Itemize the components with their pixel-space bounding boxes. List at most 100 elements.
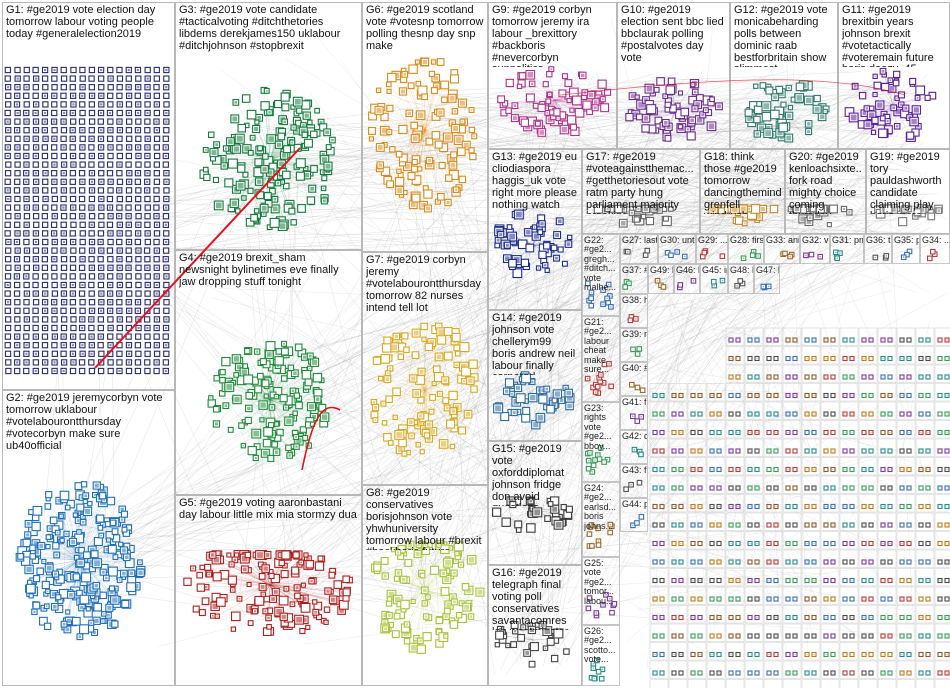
node-fill xyxy=(100,309,103,312)
isolate-cell xyxy=(820,327,840,346)
node xyxy=(23,66,30,74)
node-fill xyxy=(34,232,38,235)
node-fill xyxy=(34,129,38,132)
group-box-g7 xyxy=(362,252,488,485)
node-fill xyxy=(90,335,93,338)
edge xyxy=(504,240,568,625)
node xyxy=(389,146,396,153)
edge xyxy=(634,128,870,210)
node xyxy=(14,307,21,314)
edge xyxy=(531,496,545,602)
isolate-cell xyxy=(649,475,669,494)
node-fill xyxy=(410,644,417,651)
node xyxy=(505,107,512,114)
node xyxy=(280,92,290,102)
node xyxy=(411,193,421,203)
node-fill xyxy=(266,352,272,357)
node xyxy=(338,600,349,610)
node-fill xyxy=(411,376,416,381)
node-fill xyxy=(241,369,247,375)
node-fill xyxy=(453,125,459,131)
small-group-box-g24 xyxy=(582,482,620,557)
node xyxy=(5,264,12,271)
node xyxy=(243,374,254,385)
node-fill xyxy=(60,515,62,517)
node xyxy=(78,170,86,177)
edge xyxy=(514,414,546,512)
isolate-cell xyxy=(668,586,688,605)
node-fill xyxy=(25,172,28,175)
isolate-cell xyxy=(763,549,783,568)
edge xyxy=(448,251,507,571)
node xyxy=(78,290,86,297)
node xyxy=(23,127,30,134)
node xyxy=(263,192,272,201)
node xyxy=(41,75,49,82)
node-fill xyxy=(81,520,85,524)
node-fill xyxy=(25,223,28,226)
isolate-cell xyxy=(934,568,950,587)
edge xyxy=(81,240,848,563)
node-fill xyxy=(155,292,158,295)
node-fill xyxy=(272,206,278,212)
node-fill xyxy=(16,94,19,97)
node xyxy=(125,247,132,254)
node-fill xyxy=(330,597,336,602)
edge xyxy=(40,521,285,551)
node xyxy=(79,247,86,254)
isolate-cell xyxy=(915,383,935,402)
node-fill xyxy=(262,450,268,456)
node xyxy=(41,213,48,220)
node-fill xyxy=(109,292,112,295)
node-fill xyxy=(664,121,668,125)
node xyxy=(143,247,151,254)
node xyxy=(32,299,40,306)
node xyxy=(42,161,49,168)
node xyxy=(208,131,215,139)
node-fill xyxy=(90,180,94,183)
node xyxy=(456,147,466,157)
edge xyxy=(590,304,693,650)
node-fill xyxy=(455,560,457,562)
group-box-g3 xyxy=(175,2,362,250)
node-fill xyxy=(106,613,110,617)
node xyxy=(305,624,311,630)
node-fill xyxy=(127,146,131,149)
node xyxy=(254,595,265,606)
isolate-cell xyxy=(839,327,859,346)
node-fill xyxy=(383,574,387,578)
edge xyxy=(243,164,879,190)
node-fill xyxy=(253,610,257,613)
edge xyxy=(554,205,622,639)
edge xyxy=(526,336,628,461)
node-fill xyxy=(396,571,401,575)
node-fill xyxy=(118,579,121,581)
node-fill xyxy=(6,154,9,158)
node-fill xyxy=(90,189,94,192)
node-fill xyxy=(257,115,262,120)
node xyxy=(163,350,170,357)
node-fill xyxy=(265,553,270,557)
edge xyxy=(530,204,877,626)
node-fill xyxy=(208,573,211,576)
group-box-g6 xyxy=(362,2,488,252)
edge xyxy=(655,132,792,238)
isolate-cell xyxy=(820,438,840,457)
node-fill xyxy=(82,515,84,518)
node xyxy=(302,434,309,441)
node-fill xyxy=(454,188,458,191)
node xyxy=(51,195,58,203)
edge xyxy=(509,196,836,210)
node-fill xyxy=(101,570,105,574)
isolate-cell xyxy=(915,494,935,513)
node xyxy=(70,118,77,125)
node-fill xyxy=(155,249,158,252)
edge xyxy=(68,210,723,600)
isolate-cell xyxy=(744,475,764,494)
isolate-cell xyxy=(687,568,707,587)
isolate-cell xyxy=(706,679,726,688)
node xyxy=(88,101,96,108)
node-fill xyxy=(165,120,168,123)
node xyxy=(116,144,123,151)
